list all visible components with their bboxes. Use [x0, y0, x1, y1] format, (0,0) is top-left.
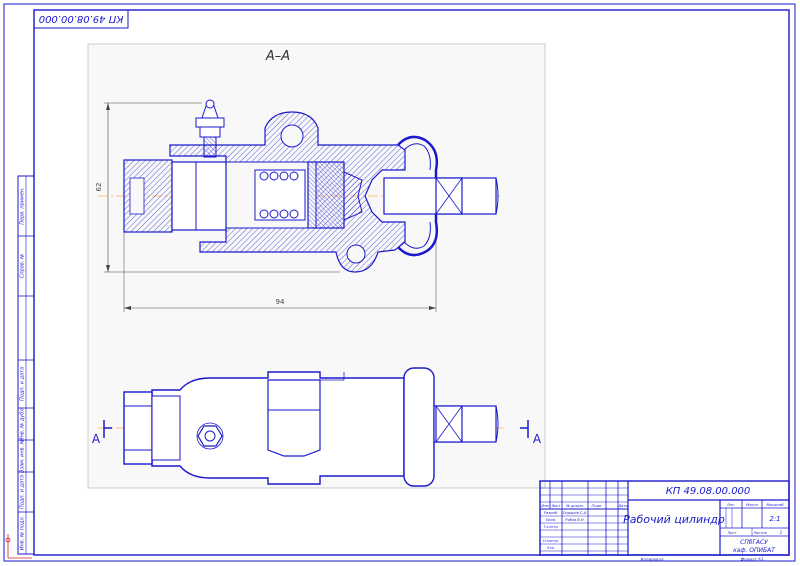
- dim-height-value: 62: [95, 183, 103, 192]
- hdr-mass: Масса: [746, 503, 757, 507]
- scale-value: 2:1: [769, 515, 780, 523]
- strip-label-5: Взам. инв. №: [20, 439, 26, 473]
- hdr-sheet-no: Лист: [550, 504, 561, 508]
- origin-marker-icon: [5, 534, 32, 559]
- org-line1: СПбГАСУ: [740, 539, 768, 546]
- code-stamp-box: [33, 9, 129, 29]
- piston: [307, 161, 345, 229]
- section-mark-right: А: [533, 432, 542, 446]
- row-role-5: Утв.: [547, 546, 555, 550]
- spring: [254, 169, 306, 221]
- bleeder-valve-icon: [195, 99, 225, 158]
- title-block: [539, 480, 790, 556]
- row-name-2: Рябов В.Н.: [565, 518, 584, 522]
- hdr-change: Изм: [541, 504, 549, 508]
- strip-label-3: Подп. и дата: [20, 367, 26, 401]
- end-plug: [171, 161, 227, 231]
- dim-height: 62: [95, 102, 340, 273]
- org-line2: каф. ОПИБАТ: [733, 547, 776, 554]
- strip-label-4: Инв. № дубл.: [20, 407, 26, 441]
- sheets-label: Листов: [752, 531, 766, 535]
- sheets-total: 1: [780, 530, 783, 535]
- section-mark-left: А: [92, 432, 101, 446]
- copied-label: Копировал: [641, 557, 664, 562]
- section-title: А–А: [265, 49, 290, 64]
- outer-frame: [3, 3, 796, 562]
- title-block-text: КП 49.08.00.000 Рабочий цилиндр Изм Лист…: [541, 486, 784, 562]
- exterior-end-ring: [403, 367, 435, 487]
- row-role-3: Т.контр.: [543, 525, 559, 529]
- strip-label-7: Инв. № подл.: [20, 516, 26, 551]
- hdr-scale: Масштаб: [766, 503, 784, 507]
- format-label: Формат А3: [741, 557, 764, 562]
- strip-label-1: Перв. примен.: [20, 187, 26, 225]
- dim-length: 94: [123, 230, 437, 312]
- row-role-2: Пров.: [546, 518, 556, 522]
- exterior-view: А А: [92, 367, 542, 487]
- end-cap-recess: [129, 177, 145, 215]
- sheet-label: Лист: [726, 531, 737, 535]
- title-name: Рабочий цилиндр: [623, 513, 725, 526]
- hex-nut-icon: [196, 422, 224, 450]
- hdr-sign: Подп.: [592, 504, 603, 508]
- strip-label-2: Справ. №: [20, 254, 26, 278]
- strip-label-6: Подп. и дата: [20, 475, 26, 509]
- hdr-lit: Лит.: [726, 503, 735, 507]
- mount-hole-bottom: [346, 244, 366, 264]
- hdr-date: Дата: [617, 504, 627, 508]
- row-name-1: Сидоров С.А.: [563, 511, 588, 515]
- hdr-doc: № докум.: [565, 504, 584, 508]
- title-code: КП 49.08.00.000: [666, 486, 751, 497]
- row-role-1: Разраб.: [544, 511, 558, 515]
- piston-seat: [343, 171, 363, 221]
- section-view: 62 35 94: [95, 99, 500, 312]
- mount-hole-top: [280, 124, 304, 148]
- code-stamp-text: КП 49.08.00.000: [39, 13, 124, 24]
- left-strip: Перв. примен. Справ. № Подп. и дата Инв.…: [17, 175, 35, 555]
- row-role-4: Н.контр.: [543, 539, 559, 543]
- dim-length-value: 94: [276, 298, 285, 306]
